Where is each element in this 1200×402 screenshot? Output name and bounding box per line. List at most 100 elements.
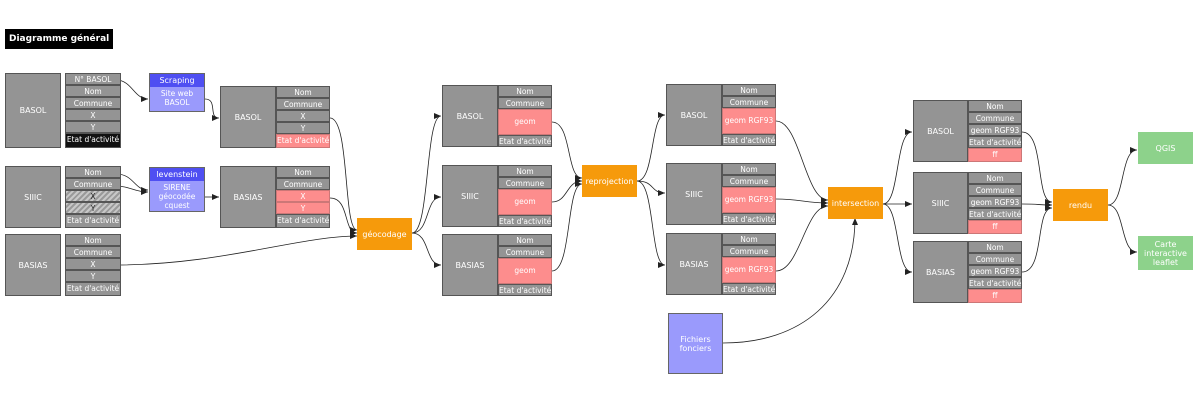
table-field: Nom — [722, 163, 776, 175]
table-basias-2: BASIAS Nom Commune X Y Etat d'activité — [220, 166, 330, 228]
edge-rendu-to-qgis — [1107, 147, 1138, 206]
table-field: geom RGF93 — [968, 196, 1022, 208]
table-field: Nom — [276, 86, 330, 98]
table-field: geom RGF93 — [968, 124, 1022, 136]
table-field: geom RGF93 — [722, 108, 776, 134]
source-body-line: cquest — [164, 201, 190, 210]
table-field: Nom — [65, 234, 121, 246]
output-line: Carte — [1154, 239, 1177, 249]
table-field: Commune — [722, 245, 776, 257]
edge-rendu-to-leaflet — [1107, 204, 1138, 255]
edge-intersection-to-basol — [882, 129, 913, 205]
table-field: Commune — [276, 178, 330, 190]
table-field: Y — [65, 270, 121, 282]
process-geocodage: géocodage — [357, 218, 412, 250]
table-field: X — [276, 110, 330, 122]
table-field: Y — [276, 122, 330, 134]
table-basias-rgf93: BASIAS Nom Commune geom RGF93 Etat d'act… — [666, 233, 776, 295]
table-field: Etat d'activité — [65, 282, 121, 296]
table-name: BASIAS — [913, 241, 968, 303]
source-body: Site web BASOL — [150, 87, 204, 111]
files-line: Fichiers — [680, 334, 711, 344]
table-name: BASIAS — [5, 234, 61, 296]
output-line: leaflet — [1152, 257, 1179, 267]
table-field: Commune — [65, 246, 121, 258]
table-field: Nom — [498, 234, 552, 246]
table-name: BASIAS — [442, 234, 498, 296]
table-field: Etat d'activité — [498, 135, 552, 147]
table-field: Etat d'activité — [65, 214, 121, 228]
table-basol-geom: BASOL Nom Commune geom Etat d'activité — [442, 85, 552, 147]
table-field: Etat d'activité — [722, 213, 776, 225]
process-intersection: intersection — [828, 187, 883, 219]
source-body-line: SIRENE — [163, 183, 191, 192]
edge-geocodage-to-basias — [411, 232, 442, 268]
diagram-title: Diagramme général — [5, 29, 114, 49]
table-field: Nom — [65, 85, 121, 97]
table-field: Etat d'activité — [498, 284, 552, 296]
table-field: geom RGF93 — [722, 257, 776, 283]
table-field: Etat d'activité — [968, 277, 1022, 289]
table-basias-raw: BASIAS Nom Commune X Y Etat d'activité — [5, 234, 121, 296]
table-field: geom — [498, 189, 552, 215]
edge-reprojection-to-basol — [636, 112, 666, 182]
table-name: BASIAS — [666, 233, 722, 295]
table-field: X — [65, 109, 121, 121]
edge-siiic-ff-to-rendu — [1021, 201, 1053, 208]
table-field: Nom — [498, 85, 552, 97]
table-basol-ff: BASOL Nom Commune geom RGF93 Etat d'acti… — [913, 100, 1022, 162]
table-field: Etat d'activité — [65, 133, 121, 148]
table-field: Y — [65, 121, 121, 133]
table-field: Commune — [968, 112, 1022, 124]
table-field: Commune — [498, 97, 552, 109]
source-body-line: Site web — [160, 89, 194, 98]
table-field: ff — [968, 220, 1022, 234]
source-body-line: BASOL — [164, 98, 190, 107]
table-field: Nom — [498, 165, 552, 177]
table-basias-ff: BASIAS Nom Commune geom RGF93 Etat d'act… — [913, 241, 1022, 303]
source-body: SIRENE géocodée cquest — [150, 181, 204, 211]
edge-basias-rgf-to-intersection — [775, 203, 829, 272]
table-field: Commune — [276, 98, 330, 110]
table-field: Etat d'activité — [722, 283, 776, 295]
table-field: geom — [498, 258, 552, 284]
table-field: ff — [968, 289, 1022, 303]
table-field: Etat d'activité — [498, 215, 552, 227]
source-header: Scraping — [150, 74, 204, 87]
edge-reprojection-to-siiic — [636, 180, 666, 196]
table-field: N° BASOL — [65, 73, 121, 85]
source-scraping: Scraping Site web BASOL — [149, 73, 205, 112]
edge-basias-to-geocodage — [115, 233, 358, 266]
edge-basol2-to-geocodage — [329, 117, 358, 233]
edge-reprojection-to-basias — [636, 180, 666, 268]
table-field: ff — [968, 148, 1022, 162]
table-field: Commune — [968, 184, 1022, 196]
edge-siiic-geom-to-reprojection — [551, 178, 583, 203]
output-line: QGIS — [1155, 143, 1176, 153]
table-field: Commune — [65, 178, 121, 190]
table-field: Nom — [968, 241, 1022, 253]
edge-basol-geom-to-reprojection — [551, 121, 583, 181]
table-field: Commune — [722, 175, 776, 187]
table-field: Etat d'activité — [276, 214, 330, 228]
edge-siiic-rgf-to-intersection — [775, 198, 829, 206]
output-qgis: QGIS — [1138, 132, 1193, 164]
table-field: Nom — [65, 166, 121, 178]
table-field: Y — [65, 202, 121, 214]
table-basol-raw: BASOL N° BASOL Nom Commune X Y Etat d'ac… — [5, 73, 121, 148]
table-name: BASOL — [220, 86, 276, 148]
table-field: Nom — [722, 84, 776, 96]
table-field: Commune — [498, 246, 552, 258]
source-header: levenstein — [150, 168, 204, 181]
table-field: Etat d'activité — [276, 134, 330, 148]
table-field: Nom — [276, 166, 330, 178]
edge-basias-ff-to-rendu — [1021, 205, 1053, 273]
table-field: geom — [498, 109, 552, 135]
table-name: SIIIC — [666, 163, 722, 225]
source-fichiers-fonciers: Fichiers fonciers — [668, 313, 723, 374]
edge-basias2-to-geocodage — [329, 197, 358, 236]
table-field: Commune — [722, 96, 776, 108]
table-field: Nom — [968, 172, 1022, 184]
table-field: Nom — [968, 100, 1022, 112]
table-name: SIIIC — [442, 165, 498, 227]
